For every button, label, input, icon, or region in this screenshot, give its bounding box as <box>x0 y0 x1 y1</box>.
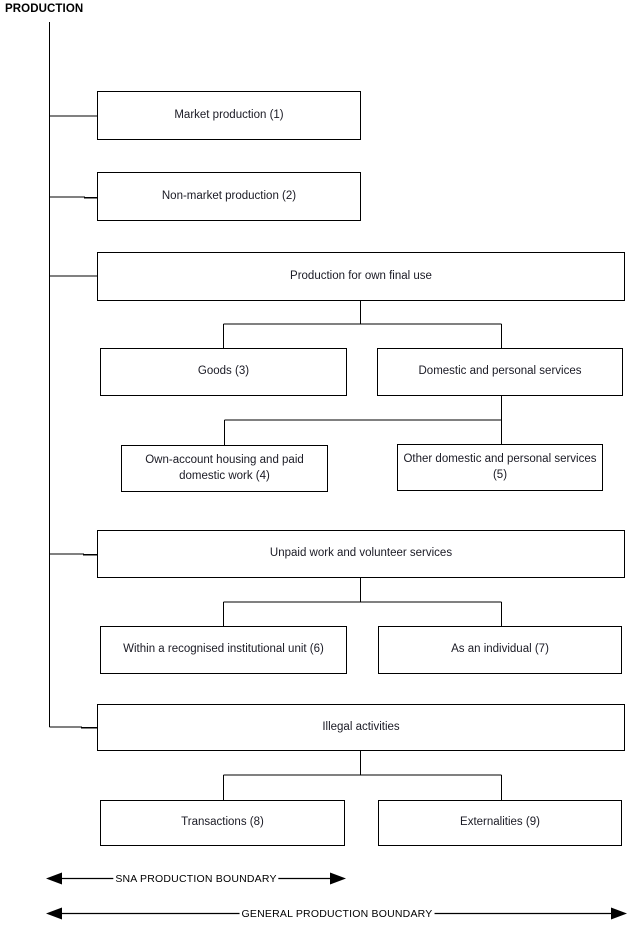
node-label: Domestic and personal services <box>418 365 582 378</box>
node-goods[interactable]: Goods (3) <box>100 348 347 396</box>
node-label: As an individual (7) <box>451 643 549 656</box>
node-label: Goods (3) <box>197 365 250 378</box>
node-label: Market production (1) <box>174 108 284 121</box>
node-label: Within a recognised institutional unit (… <box>123 643 324 656</box>
node-label: Transactions (8) <box>181 816 264 829</box>
node-label: Production for own final use <box>290 269 432 282</box>
node-production-own-final-use[interactable]: Production for own final use <box>97 252 625 301</box>
node-label: Other domestic and personal services (5) <box>403 452 597 481</box>
node-domestic-personal-services[interactable]: Domestic and personal services <box>377 348 623 396</box>
node-transactions[interactable]: Transactions (8) <box>100 800 345 846</box>
node-label: Unpaid work and volunteer services <box>269 547 453 560</box>
node-within-institutional-unit[interactable]: Within a recognised institutional unit (… <box>100 626 347 674</box>
node-externalities[interactable]: Externalities (9) <box>378 800 622 846</box>
node-own-account-housing[interactable]: Own-account housing and paid domestic wo… <box>121 445 328 492</box>
node-label: Externalities (9) <box>460 816 540 829</box>
node-illegal-activities[interactable]: Illegal activities <box>97 704 625 751</box>
node-market-production[interactable]: Market production (1) <box>97 91 361 140</box>
root-label-production: PRODUCTION <box>5 3 84 15</box>
node-label: Non-market production (2) <box>161 189 297 202</box>
node-unpaid-work-volunteer[interactable]: Unpaid work and volunteer services <box>97 530 625 578</box>
general-boundary-label: GENERAL PRODUCTION BOUNDARY <box>239 908 435 920</box>
node-label: Own-account housing and paid domestic wo… <box>145 453 304 482</box>
sna-boundary-label: SNA PRODUCTION BOUNDARY <box>113 873 279 885</box>
node-non-market-production[interactable]: Non-market production (2) <box>97 172 361 221</box>
node-other-domestic-services[interactable]: Other domestic and personal services (5) <box>397 444 603 491</box>
node-label: Illegal activities <box>322 720 400 733</box>
node-as-an-individual[interactable]: As an individual (7) <box>378 626 622 674</box>
